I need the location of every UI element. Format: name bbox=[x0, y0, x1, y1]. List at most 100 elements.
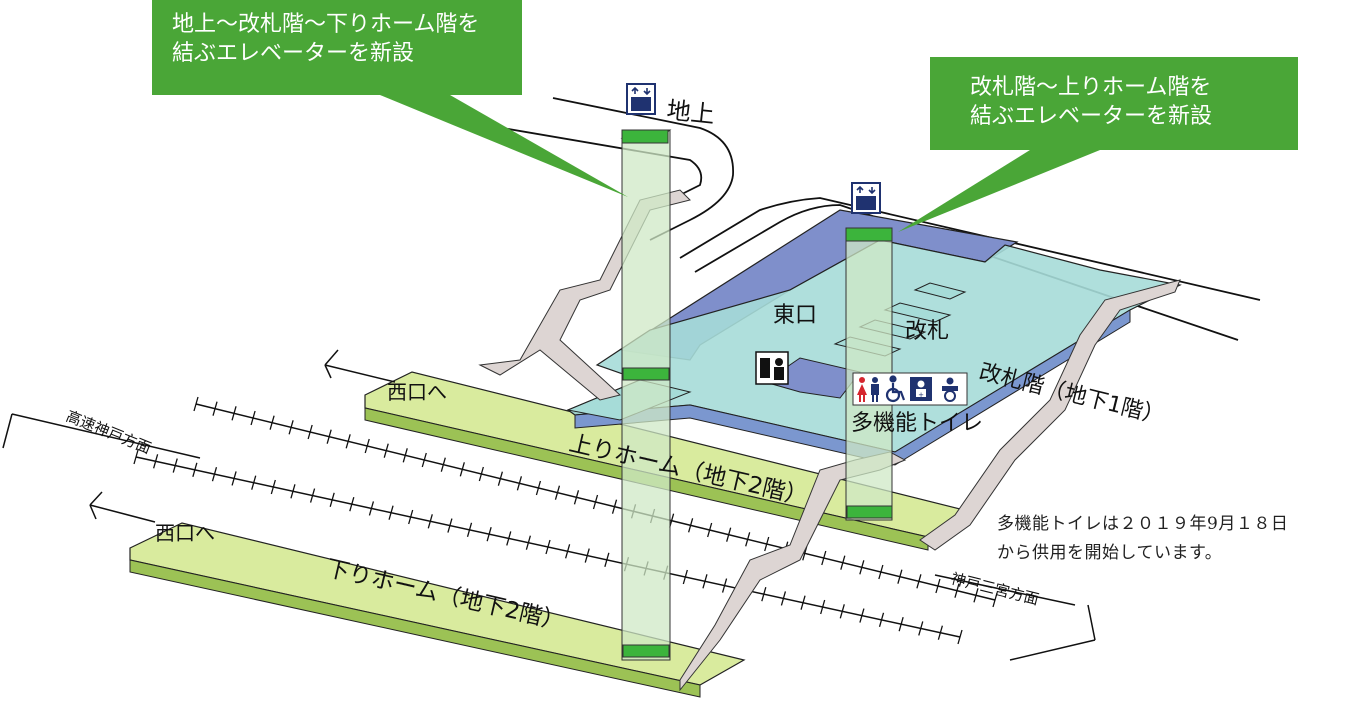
ostomate-icon: + bbox=[910, 377, 932, 401]
track-tie bbox=[349, 496, 355, 512]
track-tie bbox=[466, 522, 473, 538]
track-tie bbox=[918, 621, 924, 636]
west-exit-arrow-upper bbox=[324, 349, 396, 383]
ticket-machine-icon bbox=[755, 351, 789, 385]
track-tie bbox=[604, 552, 610, 568]
track-tie bbox=[447, 518, 453, 533]
male-toilet-icon bbox=[871, 377, 879, 402]
track-tie bbox=[152, 454, 159, 469]
track-tie bbox=[859, 560, 865, 575]
track-tie bbox=[573, 490, 580, 505]
wheelchair-icon bbox=[885, 375, 906, 403]
track-tie bbox=[957, 629, 963, 645]
track-tie bbox=[937, 625, 944, 640]
note-line2: から供用を開始しています。 bbox=[997, 543, 1223, 563]
west-exit-arrow-lower bbox=[89, 491, 156, 523]
callout-pointer-west bbox=[380, 95, 628, 197]
track-tie bbox=[402, 448, 408, 463]
note-line1: 多機能トイレは２０１９年9月１８日 bbox=[997, 514, 1289, 534]
track-tie bbox=[211, 466, 218, 482]
track-tie bbox=[878, 564, 884, 580]
west-elevator-callout-line1: 地上〜改札階〜下りホーム階を bbox=[172, 12, 480, 37]
track-tie bbox=[859, 608, 865, 623]
track-tie bbox=[364, 438, 370, 454]
track-tie bbox=[878, 612, 885, 628]
track-tie bbox=[584, 548, 590, 563]
elevator-shaft-west bbox=[620, 129, 672, 661]
track-tie bbox=[780, 591, 787, 606]
track-tie bbox=[897, 569, 903, 584]
west-elevator-callout: 地上〜改札階〜下りホーム階を 結ぶエレベーターを新設 bbox=[152, 0, 522, 95]
track-tie bbox=[192, 462, 198, 478]
track-tie bbox=[954, 583, 960, 598]
track-tie bbox=[231, 406, 237, 421]
elevator-icon bbox=[851, 182, 881, 214]
track-tie bbox=[251, 475, 257, 490]
track-tie bbox=[506, 531, 512, 546]
track-tie bbox=[592, 494, 599, 510]
track-tie bbox=[172, 458, 178, 473]
track-tie bbox=[388, 505, 394, 520]
track-tie bbox=[840, 555, 846, 570]
track-tie bbox=[535, 480, 542, 496]
track-tie bbox=[408, 509, 414, 525]
elevator-icon bbox=[626, 83, 656, 115]
track-tie bbox=[440, 457, 446, 472]
track-tie bbox=[486, 526, 492, 542]
east-elevator-callout-line1: 改札階〜上りホーム階を bbox=[970, 75, 1212, 100]
east-elevator-callout: 改札階〜上りホーム階を 結ぶエレベーターを新設 bbox=[930, 57, 1298, 150]
track-tie bbox=[427, 514, 433, 529]
ground-label: 地上 bbox=[665, 96, 716, 129]
track-tie bbox=[800, 595, 806, 610]
track-tie bbox=[421, 452, 427, 468]
track-tie bbox=[478, 466, 484, 482]
track-tie bbox=[250, 410, 256, 426]
track-tie bbox=[329, 492, 335, 508]
east-exit-label: 東口 bbox=[773, 303, 817, 328]
toilet-icons: + bbox=[852, 372, 968, 406]
track-tie bbox=[764, 536, 770, 552]
track-tie bbox=[193, 396, 199, 412]
track-tie bbox=[916, 574, 922, 589]
track-tie bbox=[270, 479, 276, 495]
ticket-gate-label: 改札 bbox=[905, 319, 949, 344]
track-tie bbox=[564, 544, 571, 559]
west-elevator-callout-line2: 結ぶエレベーターを新設 bbox=[172, 41, 415, 66]
track-tie bbox=[516, 476, 523, 491]
track-tie bbox=[707, 522, 713, 538]
toilet-label: 多機能トイレ bbox=[851, 411, 983, 436]
track-tie bbox=[992, 592, 998, 608]
track-tie bbox=[269, 415, 275, 430]
down-platform-edge bbox=[129, 559, 701, 698]
east-elevator-callout-line2: 結ぶエレベーターを新設 bbox=[970, 104, 1213, 129]
track-tie bbox=[309, 488, 316, 503]
track-tie bbox=[682, 569, 688, 585]
track-tie bbox=[973, 588, 979, 603]
east-stair-up bbox=[919, 279, 1181, 551]
concourse-edge bbox=[574, 309, 1131, 466]
track-tie bbox=[721, 578, 728, 593]
track-tie bbox=[326, 429, 332, 444]
callout-pointer-east bbox=[898, 150, 1100, 232]
kosoku-kobe-arrow bbox=[2, 413, 201, 459]
track-tie bbox=[935, 578, 941, 594]
track-tie bbox=[745, 532, 751, 547]
track-tie bbox=[898, 616, 904, 632]
west-exit-label-lower: 西口へ bbox=[155, 521, 215, 545]
track-tie bbox=[554, 485, 561, 500]
track-tie bbox=[545, 539, 551, 555]
kosoku-kobe-label: 高速神戸方面 bbox=[64, 407, 154, 457]
track-tie bbox=[726, 527, 732, 542]
track-tie bbox=[288, 420, 294, 435]
track-tie bbox=[383, 443, 389, 458]
baby-changing-icon bbox=[936, 376, 964, 402]
track-tie bbox=[821, 550, 827, 566]
track-tie bbox=[820, 599, 826, 615]
track-tie bbox=[231, 471, 237, 486]
track-tie bbox=[212, 401, 218, 416]
female-toilet-icon bbox=[857, 377, 867, 402]
track-tie bbox=[702, 574, 708, 589]
toilet-service-note: 多機能トイレは２０１９年9月１８日 から供用を開始しています。 bbox=[997, 510, 1288, 568]
svg-text:+: + bbox=[918, 391, 924, 399]
track-tie bbox=[290, 484, 296, 499]
